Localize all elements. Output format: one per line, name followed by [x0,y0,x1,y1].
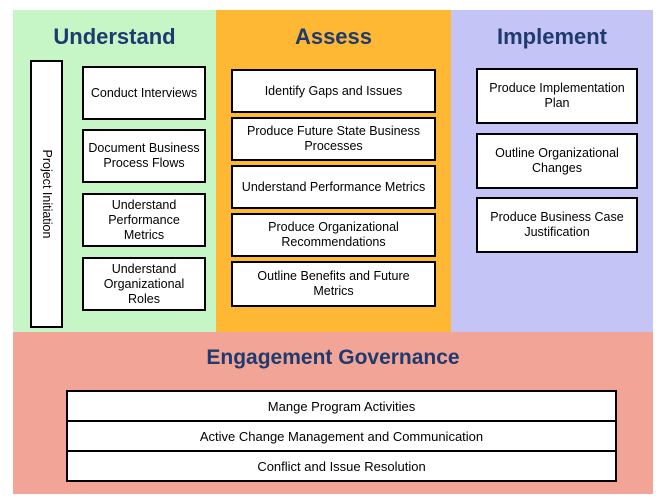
future-state-processes-box: Produce Future State Business Processes [231,117,436,161]
implementation-plan-box: Produce Implementation Plan [476,68,638,124]
organizational-changes-box: Outline Organizational Changes [476,133,638,189]
understand-panel: Understand Project Initiation Conduct In… [13,10,216,332]
identify-gaps-box: Identify Gaps and Issues [231,69,436,113]
project-initiation-box: Project Initiation [30,60,63,328]
project-initiation-label: Project Initiation [39,149,54,239]
benefits-future-metrics-box: Outline Benefits and Future Metrics [231,261,436,307]
governance-item-change-management: Active Change Management and Communicati… [66,420,617,452]
governance-item-program-activities: Mange Program Activities [66,390,617,422]
understand-performance-metrics-box: Understand Performance Metrics [82,193,206,247]
implement-title: Implement [496,24,608,49]
assess-panel: Assess Identify Gaps and Issues Produce … [216,10,451,332]
implement-panel: Implement Produce Implementation Plan Ou… [451,10,653,332]
governance-item-issue-resolution: Conflict and Issue Resolution [66,450,617,482]
assess-title: Assess [294,24,373,49]
assess-performance-metrics-box: Understand Performance Metrics [231,165,436,209]
organizational-recommendations-box: Produce Organizational Recommendations [231,213,436,257]
understand-organizational-roles-box: Understand Organizational Roles [82,257,206,311]
governance-title: Engagement Governance [206,346,460,369]
business-case-justification-box: Produce Business Case Justification [476,197,638,253]
document-business-process-flows-box: Document Business Process Flows [82,129,206,183]
governance-panel: Engagement Governance Mange Program Acti… [13,332,653,494]
understand-title: Understand [53,24,176,49]
governance-list: Mange Program Activities Active Change M… [66,390,617,482]
conduct-interviews-box: Conduct Interviews [82,66,206,120]
